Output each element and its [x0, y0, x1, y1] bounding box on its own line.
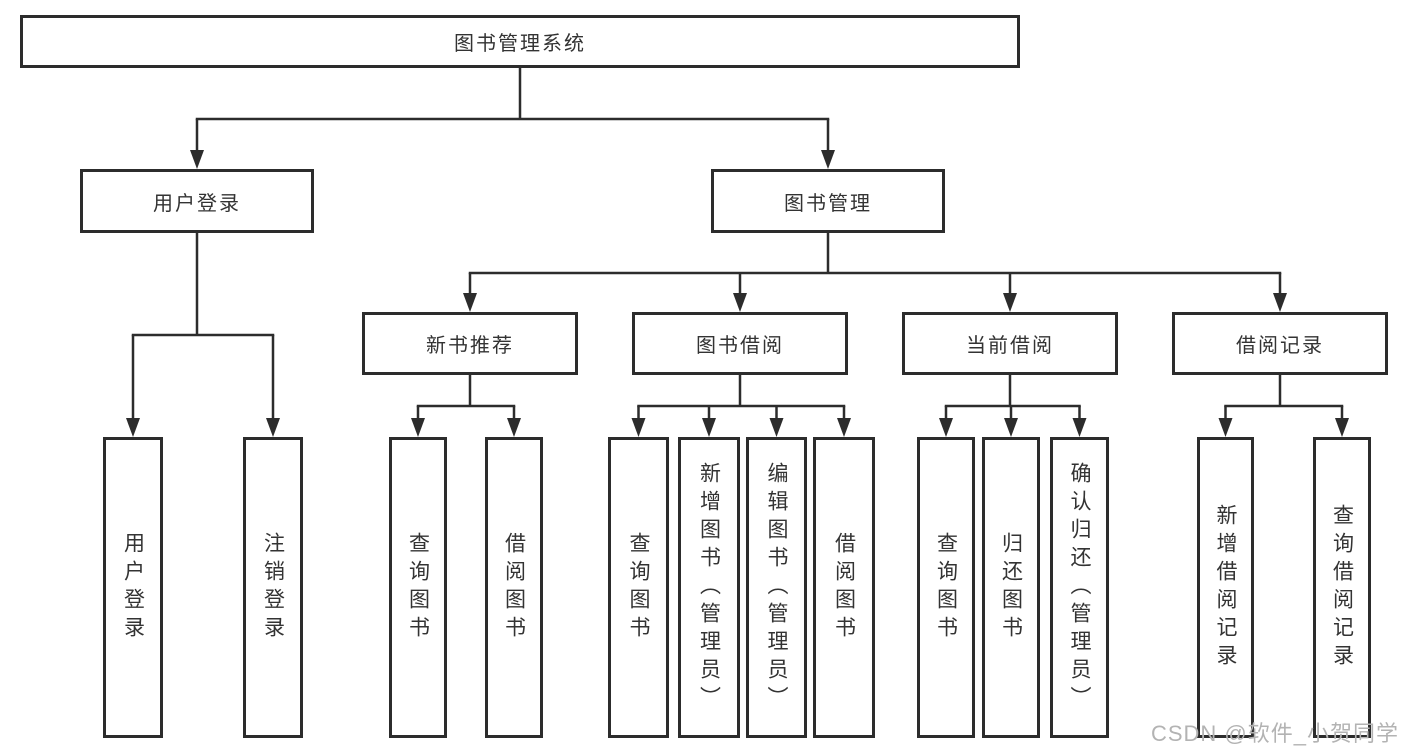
leaf-borrowing-query-books: 查询图书	[608, 437, 669, 738]
leaf-newbook-borrow-books: 借阅图书	[485, 437, 543, 738]
leaf-logout: 注销登录	[243, 437, 303, 738]
leaf-label: 借阅图书	[502, 531, 526, 644]
leaf-current-query-books: 查询图书	[917, 437, 975, 738]
node-user-login: 用户登录	[80, 169, 314, 233]
node-new-book-recommendation: 新书推荐	[362, 312, 578, 375]
leaf-label: 查询图书	[934, 531, 958, 644]
leaf-label: 查询图书	[406, 531, 430, 644]
leaf-label: 确认归还（管理员）	[1068, 461, 1091, 714]
leaf-records-add-borrow-record: 新增借阅记录	[1197, 437, 1254, 738]
leaf-current-return-books: 归还图书	[982, 437, 1040, 738]
node-borrowing-records: 借阅记录	[1172, 312, 1388, 375]
leaf-records-query-borrow-record: 查询借阅记录	[1313, 437, 1371, 738]
leaf-label: 查询借阅记录	[1330, 503, 1354, 672]
leaf-borrowing-add-books-admin: 新增图书（管理员）	[678, 437, 740, 738]
watermark: CSDN @软件_小贺同学	[1150, 721, 1399, 746]
node-current-borrowing: 当前借阅	[902, 312, 1118, 375]
leaf-label: 借阅图书	[832, 531, 856, 644]
leaf-borrowing-borrow-books: 借阅图书	[813, 437, 875, 738]
leaf-label: 注销登录	[261, 531, 285, 644]
node-library-management-system: 图书管理系统	[20, 15, 1020, 68]
leaf-label: 查询图书	[627, 531, 650, 644]
node-book-borrowing: 图书借阅	[632, 312, 848, 375]
leaf-borrowing-edit-books-admin: 编辑图书（管理员）	[746, 437, 807, 738]
leaf-label: 编辑图书（管理员）	[765, 461, 788, 714]
leaf-label: 归还图书	[999, 531, 1023, 644]
node-book-management: 图书管理	[711, 169, 945, 233]
leaf-user-login: 用户登录	[103, 437, 163, 738]
leaf-label: 新增图书（管理员）	[697, 461, 721, 714]
leaf-label: 新增借阅记录	[1214, 503, 1237, 672]
leaf-label: 用户登录	[121, 531, 145, 644]
leaf-current-confirm-return-admin: 确认归还（管理员）	[1050, 437, 1109, 738]
leaf-newbook-query-books: 查询图书	[389, 437, 447, 738]
